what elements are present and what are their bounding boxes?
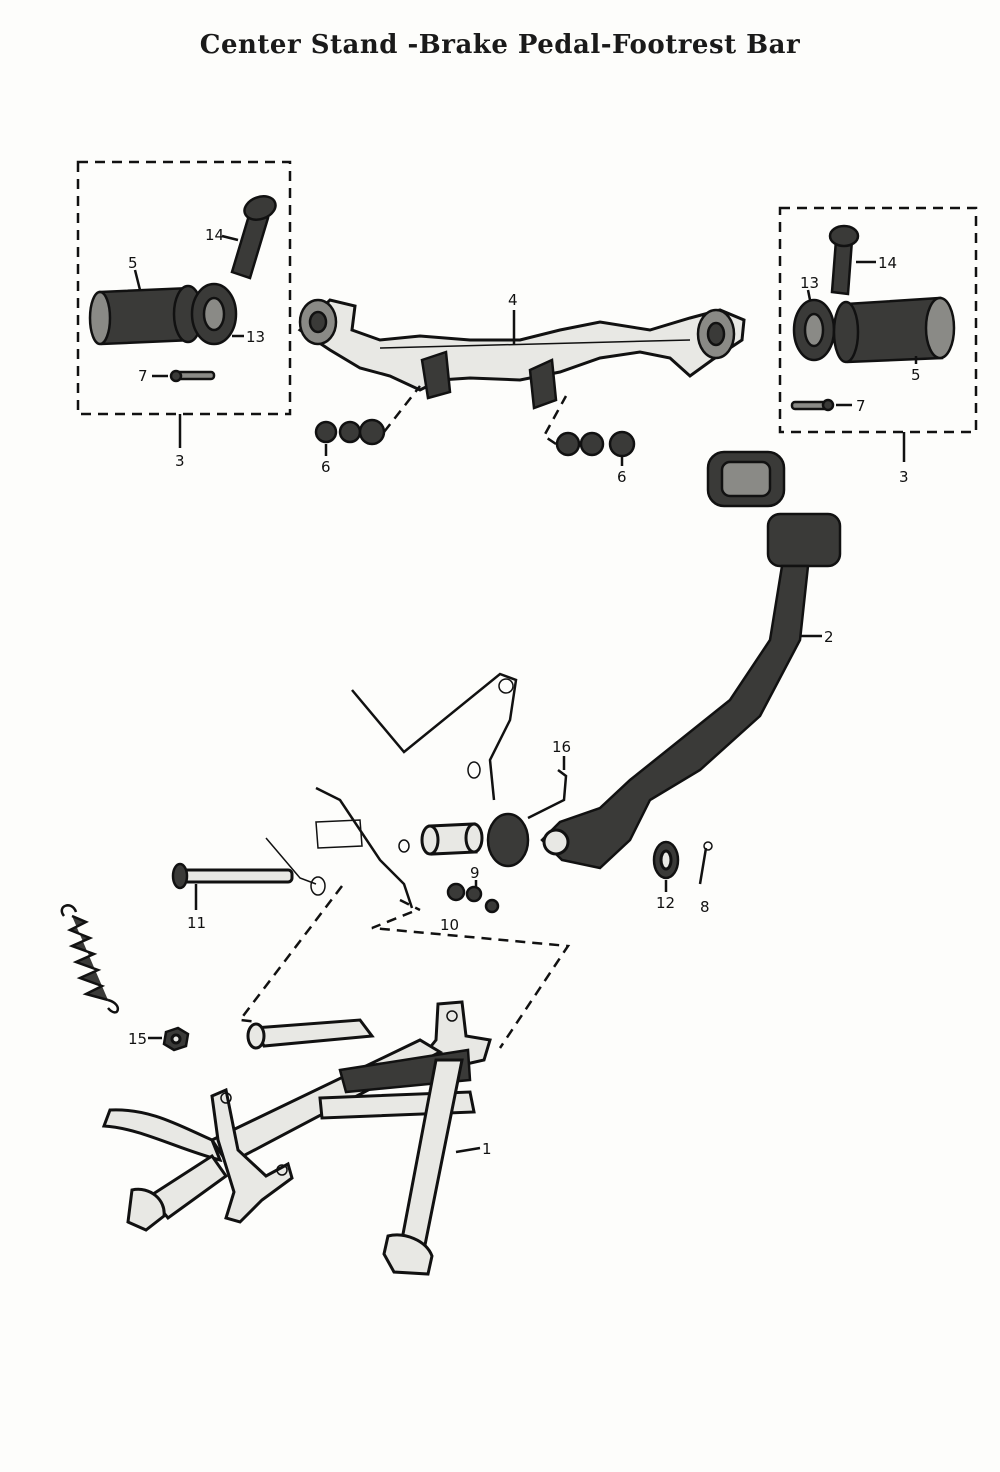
label-7-right: 7 [856,397,866,415]
label-13-right: 13 [800,274,819,292]
label-14-right: 14 [878,254,897,272]
pivot-sleeve [315,819,484,856]
label-6-right: 6 [617,468,627,486]
label-6-left: 6 [321,458,331,476]
cotter-pin-8 [698,841,713,885]
label-5-left: 5 [128,254,138,272]
label-9: 9 [470,864,480,882]
bolt-14-right [828,224,860,296]
label-15: 15 [128,1030,147,1048]
label-4: 4 [508,291,518,309]
label-2: 2 [824,628,834,646]
stand-spring [60,904,119,1014]
label-14-left: 14 [205,226,224,244]
washer-13-left [190,282,238,346]
footrest-bar-4 [297,298,746,410]
label-7-left: 7 [138,367,148,385]
nut-15 [162,1026,190,1052]
label-13-left: 13 [246,328,265,346]
footrest-rubber-5-right [832,296,956,364]
label-8: 8 [700,898,710,916]
footrest-rubber-5-left [88,284,204,346]
bolt-set-6-left [314,418,386,446]
nut-9 [446,882,500,914]
label-3-right: 3 [899,468,909,486]
label-12: 12 [656,894,675,912]
washer-12 [652,840,680,880]
center-stand-1 [101,1000,492,1276]
pin-7-right [790,398,835,412]
pin-7-left [169,369,216,383]
footrest-group-left-box [76,160,292,416]
pivot-bolt-11 [171,862,294,890]
label-1: 1 [482,1140,492,1158]
label-3-left: 3 [175,452,185,470]
footrest-group-right-box [778,206,978,434]
pedal-rubber [706,450,786,508]
label-11: 11 [187,914,206,932]
label-16: 16 [552,738,571,756]
brake-pedal-2 [540,512,842,870]
washer-13-right [792,298,836,362]
bolt-14-left [230,195,277,280]
label-5-right: 5 [911,366,921,384]
bolt-set-6-right [555,430,636,458]
return-spring-16 [486,769,568,868]
diagram-title: Center Stand -Brake Pedal-Footrest Bar [199,30,801,60]
label-10: 10 [440,916,459,934]
frame-bracket [315,672,518,909]
